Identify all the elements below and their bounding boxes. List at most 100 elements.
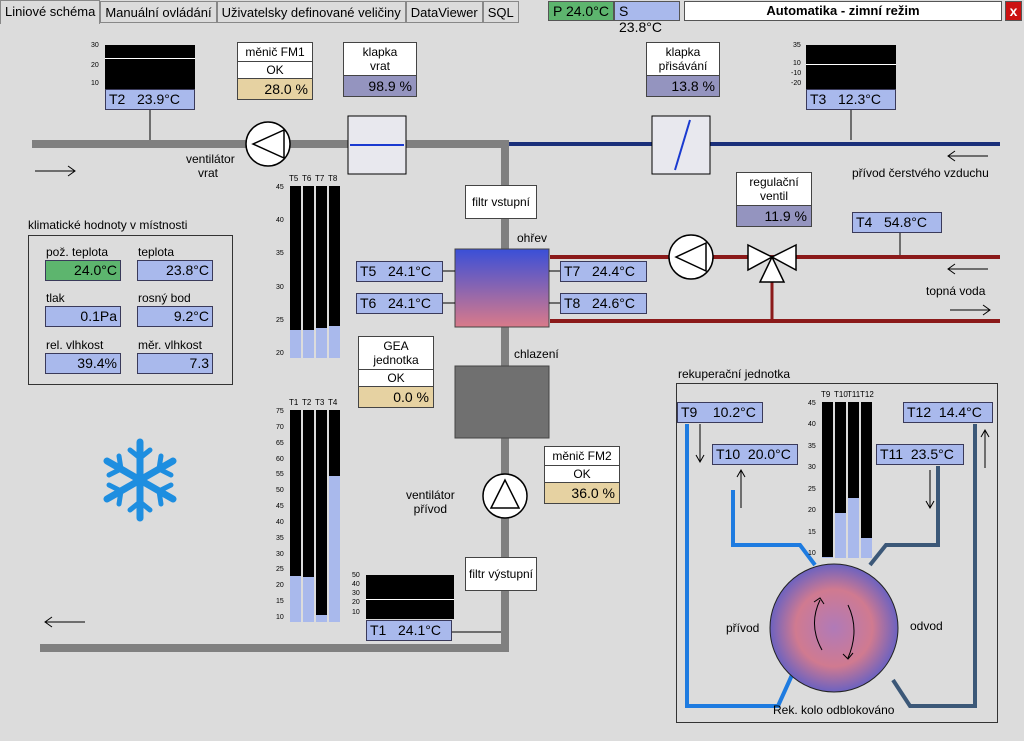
- bar-fill: [303, 576, 314, 622]
- bar-t8: [329, 186, 340, 358]
- axis-tick: 35: [808, 442, 816, 450]
- tab-sql[interactable]: SQL: [482, 1, 519, 23]
- climate-label: teplota: [138, 245, 175, 259]
- tab-liniove-schema[interactable]: Liniové schéma: [0, 0, 101, 24]
- tick: 50: [352, 572, 360, 579]
- bar-t2: [303, 410, 314, 622]
- bar-t9: [822, 402, 833, 558]
- damper-return-subtitle: vrat: [344, 59, 416, 75]
- tick: 20: [91, 62, 99, 69]
- filter-inlet-label: filtr vstupní: [471, 195, 531, 209]
- axis-tick: 10: [808, 550, 816, 557]
- damper-intake[interactable]: klapka přisávání 13.8 %: [646, 42, 720, 97]
- axis-tick: 65: [276, 439, 284, 447]
- t8-sensor: T8 24.6°C: [560, 293, 647, 314]
- tick: -20: [791, 80, 802, 87]
- axis-tick: 25: [276, 316, 284, 324]
- t6-sensor: T6 24.1°C: [356, 293, 443, 314]
- damper-intake-subtitle: přisávání: [647, 59, 719, 75]
- tick: 10: [793, 60, 801, 67]
- tab-uzivatelsky-definovane[interactable]: Uživatelsky definované veličiny: [216, 1, 406, 23]
- mode-display: Automatika - zimní režim: [684, 1, 1002, 21]
- valve-subtitle: ventil: [737, 189, 811, 205]
- fm1-value: 28.0 %: [238, 78, 312, 99]
- climate-label: pož. teplota: [46, 245, 109, 259]
- bar-fill: [316, 614, 327, 622]
- climate-label: tlak: [46, 291, 65, 305]
- bar-t7: [316, 186, 327, 358]
- bar-label: T4: [328, 398, 338, 407]
- exhaust-label: odvod: [910, 619, 943, 633]
- axis-tick: 60: [276, 455, 284, 463]
- gea-status: OK: [359, 369, 433, 386]
- control-valve[interactable]: regulační ventil 11.9 %: [736, 172, 812, 227]
- bar-label: T11: [847, 390, 861, 399]
- damper-return-value: 98.9 %: [344, 75, 416, 96]
- axis-tick: 40: [276, 217, 284, 225]
- axis-tick: 30: [276, 550, 284, 558]
- gea-subtitle: jednotka: [359, 353, 433, 369]
- filter-outlet: filtr výstupní: [465, 557, 537, 591]
- supply-label: přívod: [726, 621, 760, 635]
- axis-tick: 50: [276, 487, 284, 495]
- heat-wheel-icon: [769, 563, 899, 693]
- fm1-status: OK: [238, 61, 312, 78]
- axis-tick: 40: [808, 421, 816, 429]
- axis-tick: 20: [276, 582, 284, 590]
- bar-label: T8: [328, 174, 338, 183]
- tick: -10: [791, 70, 802, 77]
- axis-tick: 45: [276, 503, 284, 511]
- bar-fill: [290, 576, 301, 622]
- cooler-label: chlazení: [514, 347, 559, 361]
- heater-label: ohřev: [517, 231, 548, 245]
- bar-t11: [848, 402, 859, 558]
- heater-coil: [454, 248, 550, 328]
- setpoint-temp-value[interactable]: 24.0°C: [45, 260, 121, 281]
- bar-t3: [316, 410, 327, 622]
- close-button[interactable]: x: [1005, 1, 1022, 21]
- fm2-inverter[interactable]: měnič FM2 OK 36.0 %: [544, 446, 620, 504]
- bar-t4: [329, 410, 340, 622]
- tick: 30: [91, 42, 99, 49]
- climate-panel: [28, 235, 233, 385]
- fm2-title: měnič FM2: [545, 447, 619, 465]
- t1-sensor: T1 24.1°C: [366, 620, 452, 641]
- valve-value: 11.9 %: [737, 205, 811, 226]
- t1-trend-chart: [366, 575, 454, 619]
- bar-fill: [822, 557, 833, 558]
- damper-intake-value: 13.8 %: [647, 75, 719, 96]
- bar-t12: [861, 402, 872, 558]
- s-temperature: S 23.8°C: [614, 1, 680, 35]
- tick: 30: [352, 590, 360, 597]
- damper-return[interactable]: klapka vrat 98.9 %: [343, 42, 417, 97]
- t2-trend-chart: [105, 45, 195, 89]
- flow-arrows: [35, 150, 991, 628]
- fan-supply-icon: [482, 473, 528, 519]
- t9-sensor: T9 10.2°C: [677, 402, 763, 423]
- tick: 10: [352, 609, 360, 616]
- bar-fill: [329, 326, 340, 358]
- rel-humidity-value: 39.4%: [45, 353, 121, 374]
- gea-unit[interactable]: GEA jednotka OK 0.0 %: [358, 336, 434, 408]
- fm2-status: OK: [545, 465, 619, 482]
- bar-t1: [290, 410, 301, 622]
- three-way-valve-icon: [747, 243, 797, 283]
- tick: 10: [91, 80, 99, 87]
- tab-manualni-ovladani[interactable]: Manuální ovládání: [100, 1, 217, 23]
- tab-dataviewer[interactable]: DataViewer: [405, 1, 483, 23]
- fresh-air-label: přívod čerstvého vzduchu: [852, 166, 989, 180]
- bar-fill: [303, 329, 314, 358]
- axis-tick: 30: [808, 464, 816, 472]
- gea-value: 0.0 %: [359, 386, 433, 407]
- wheel-status: Rek. kolo odblokováno: [773, 703, 895, 717]
- bar-fill: [861, 538, 872, 558]
- climate-panel-title: klimatické hodnoty v místnosti: [28, 218, 188, 232]
- fm1-inverter[interactable]: měnič FM1 OK 28.0 %: [237, 42, 313, 100]
- axis-tick: 35: [276, 250, 284, 258]
- axis-tick: 55: [276, 471, 284, 479]
